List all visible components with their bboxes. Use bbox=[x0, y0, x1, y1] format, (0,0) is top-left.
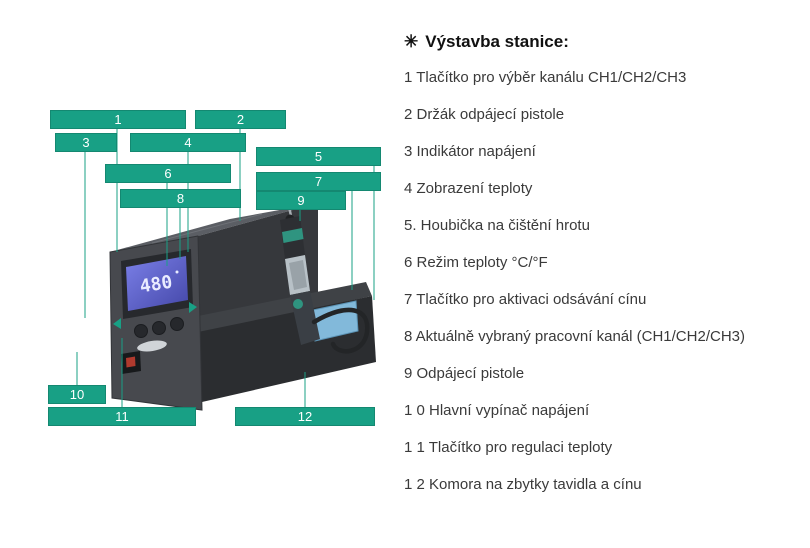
legend-item-3: 3 Indikátor napájení bbox=[404, 143, 536, 160]
legend-item-9: 9 Odpájecí pistole bbox=[404, 365, 525, 382]
legend-item-4: 4 Zobrazení teploty bbox=[404, 180, 533, 197]
callout-box-6: 6 bbox=[105, 164, 231, 183]
gun-trigger bbox=[293, 299, 303, 309]
legend-item-1: 1 Tlačítko pro výběr kanálu CH1/CH2/CH3 bbox=[404, 69, 687, 86]
panel-button bbox=[152, 321, 166, 335]
callout-box-11: 11 bbox=[48, 407, 196, 426]
callout-box-3: 3 bbox=[55, 133, 117, 152]
callout-box-4: 4 bbox=[130, 133, 246, 152]
callout-box-1: 1 bbox=[50, 110, 186, 129]
desoldering-gun bbox=[280, 196, 370, 354]
right-arrow-icon bbox=[189, 302, 197, 313]
callout-box-8: 8 bbox=[120, 189, 241, 208]
left-arrow-icon bbox=[113, 318, 121, 329]
callout-box-9: 9 bbox=[256, 191, 346, 210]
callout-box-2: 2 bbox=[195, 110, 286, 129]
callout-box-5: 5 bbox=[256, 147, 381, 166]
legend-item-11: 1 1 Tlačítko pro regulaci teploty bbox=[404, 439, 613, 456]
panel-controls bbox=[113, 302, 197, 374]
legend-title: ✳ Výstavba stanice: bbox=[404, 32, 804, 52]
brand-label bbox=[137, 340, 167, 352]
legend-title-text: Výstavba stanice: bbox=[425, 32, 569, 51]
asterisk-icon: ✳ bbox=[404, 32, 419, 51]
legend-item-10: 1 0 Hlavní vypínač napájení bbox=[404, 402, 590, 419]
callout-box-7: 7 bbox=[256, 172, 381, 191]
panel-button bbox=[134, 324, 148, 338]
power-switch bbox=[121, 351, 141, 374]
lcd-temperature-value: 480 bbox=[138, 272, 173, 298]
gun-cable bbox=[311, 307, 370, 354]
legend-item-2: 2 Držák odpájecí pistole bbox=[404, 106, 565, 123]
lcd-display: 480 bbox=[121, 249, 193, 319]
legend-item-6: 6 Režim teploty °C/°F bbox=[404, 254, 548, 271]
legend-item-8: 8 Aktuálně vybraný pracovní kanál (CH1/C… bbox=[404, 328, 745, 345]
legend: ✳ Výstavba stanice: 1 Tlačítko pro výběr … bbox=[404, 32, 804, 512]
callout-box-10: 10 bbox=[48, 385, 106, 404]
panel-button bbox=[170, 317, 184, 331]
legend-item-7: 7 Tlačítko pro aktivaci odsávání cínu bbox=[404, 291, 647, 308]
callout-box-12: 12 bbox=[235, 407, 375, 426]
legend-item-5: 5. Houbička na čištění hrotu bbox=[404, 217, 590, 234]
legend-item-12: 1 2 Komora na zbytky tavidla a cínu bbox=[404, 476, 642, 493]
